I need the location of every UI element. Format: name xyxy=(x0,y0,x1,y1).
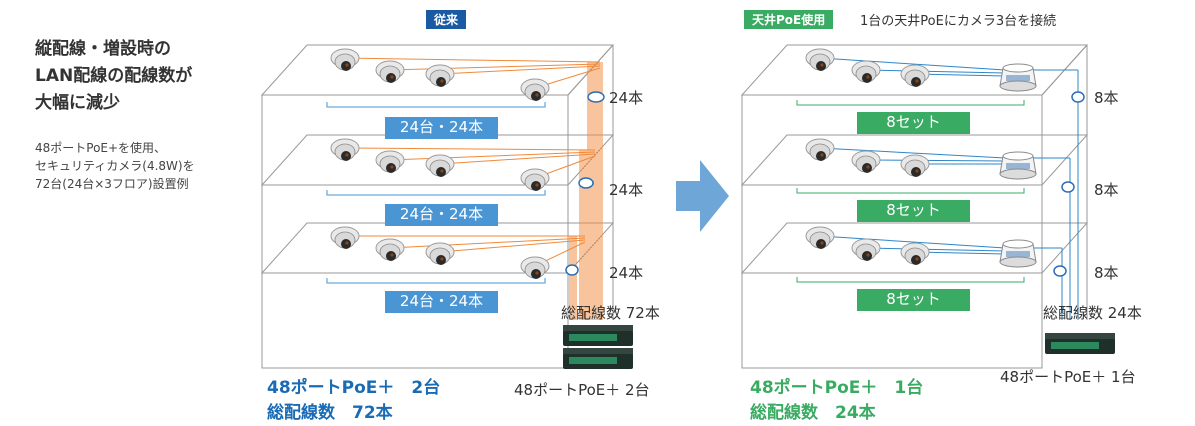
floor-label: 24台・24本 xyxy=(399,205,484,223)
summary-line: 48ポートPoE＋ 1台 xyxy=(750,378,924,398)
left-switch-icon xyxy=(563,348,633,369)
switch-caption: 48ポートPoE＋ 1台 xyxy=(1000,368,1136,386)
right-cameras xyxy=(805,48,930,266)
lead-title-line: LAN配線の配線数が xyxy=(35,66,193,86)
floor-label: 8セット xyxy=(886,113,941,131)
cable-count: 8本 xyxy=(1094,89,1119,107)
floor-label-box xyxy=(857,200,970,222)
cable-count: 24本 xyxy=(609,89,644,107)
floor-label-box xyxy=(385,291,498,313)
floor-label: 8セット xyxy=(886,290,941,308)
arrow-icon xyxy=(676,160,729,232)
floor-label-box xyxy=(385,204,498,226)
cable-count: 24本 xyxy=(609,181,644,199)
total-cable-count: 総配線数 72本 xyxy=(561,304,660,322)
floor-label: 24台・24本 xyxy=(399,292,484,310)
floor-label: 8セット xyxy=(886,201,941,219)
cable-count: 8本 xyxy=(1094,181,1119,199)
summary-line: 総配線数 72本 xyxy=(267,403,393,423)
right-header-badge: 天井PoE使用 xyxy=(744,10,834,29)
left-cable-markers xyxy=(565,91,605,276)
left-brackets xyxy=(326,102,546,284)
left-switch-icon xyxy=(563,325,633,346)
summary-line: 48ポートPoE＋ 2台 xyxy=(267,378,441,398)
right-header-text: 1台の天井PoEにカメラ3台を接続 xyxy=(860,14,1057,29)
floor-label: 24台・24本 xyxy=(399,118,484,136)
ceiling-poe-hubs xyxy=(999,63,1037,268)
lead-desc-line: 72台(24台×3フロア)設置例 xyxy=(35,177,189,191)
left-wires xyxy=(344,57,603,320)
right-cable-markers xyxy=(1053,91,1085,277)
lead-title-line: 大幅に減少 xyxy=(35,93,120,113)
right-building xyxy=(740,44,1089,369)
left-cameras xyxy=(330,48,550,280)
left-header-badge: 従来 xyxy=(426,10,467,29)
left-summary: 48ポートPoE＋ 2台 総配線数 72本 xyxy=(267,376,440,426)
lead-title-line: 縦配線・増設時の xyxy=(35,39,171,59)
cable-count: 8本 xyxy=(1094,264,1119,282)
total-cable-count: 総配線数 24本 xyxy=(1043,304,1142,322)
floor-label-box xyxy=(857,112,970,134)
right-wires xyxy=(819,57,1079,320)
lead-description: 48ポートPoE+を使用、 セキュリティカメラ(4.8W)を 72台(24台×3… xyxy=(35,139,195,193)
right-brackets xyxy=(796,100,1025,283)
floor-label-box xyxy=(385,117,498,139)
floor-label-box xyxy=(857,289,970,311)
switch-caption: 48ポートPoE＋ 2台 xyxy=(514,381,650,399)
summary-line: 総配線数 24本 xyxy=(750,403,876,423)
cable-count: 24本 xyxy=(609,264,644,282)
lead-desc-line: 48ポートPoE+を使用、 xyxy=(35,141,167,155)
lead-title: 縦配線・増設時の LAN配線の配線数が 大幅に減少 xyxy=(35,36,192,117)
right-summary: 48ポートPoE＋ 1台 総配線数 24本 xyxy=(750,376,923,426)
lead-desc-line: セキュリティカメラ(4.8W)を xyxy=(35,159,195,173)
right-switch-icon xyxy=(1045,333,1115,354)
